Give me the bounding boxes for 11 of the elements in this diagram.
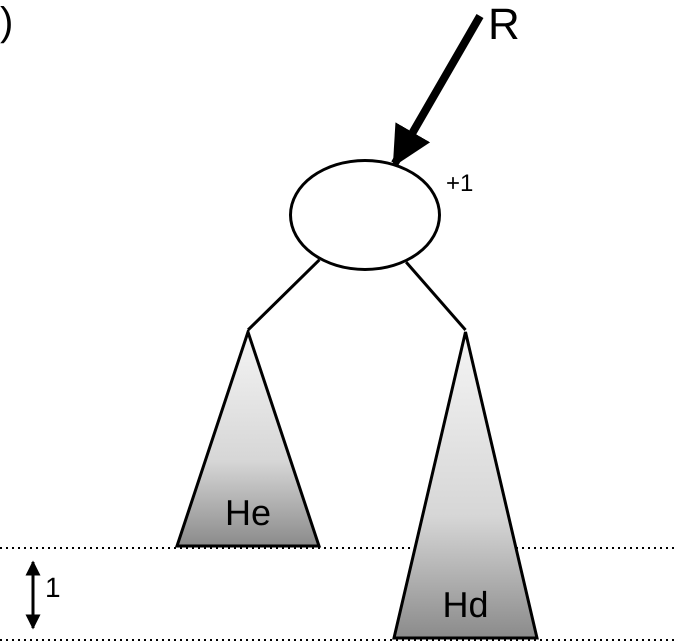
subtree-label: Hd <box>441 584 490 626</box>
dimension-label: 1 <box>45 572 61 604</box>
connector-line <box>246 258 320 332</box>
connector-line <box>405 261 467 331</box>
node-label: R <box>488 0 520 49</box>
subtree-triangle <box>175 330 321 548</box>
balance-factor-label: +1 <box>446 170 474 198</box>
panel-label: ) <box>0 0 14 45</box>
arrow <box>391 14 484 167</box>
subtree-triangle <box>392 330 539 640</box>
subtree-label: He <box>224 492 272 534</box>
